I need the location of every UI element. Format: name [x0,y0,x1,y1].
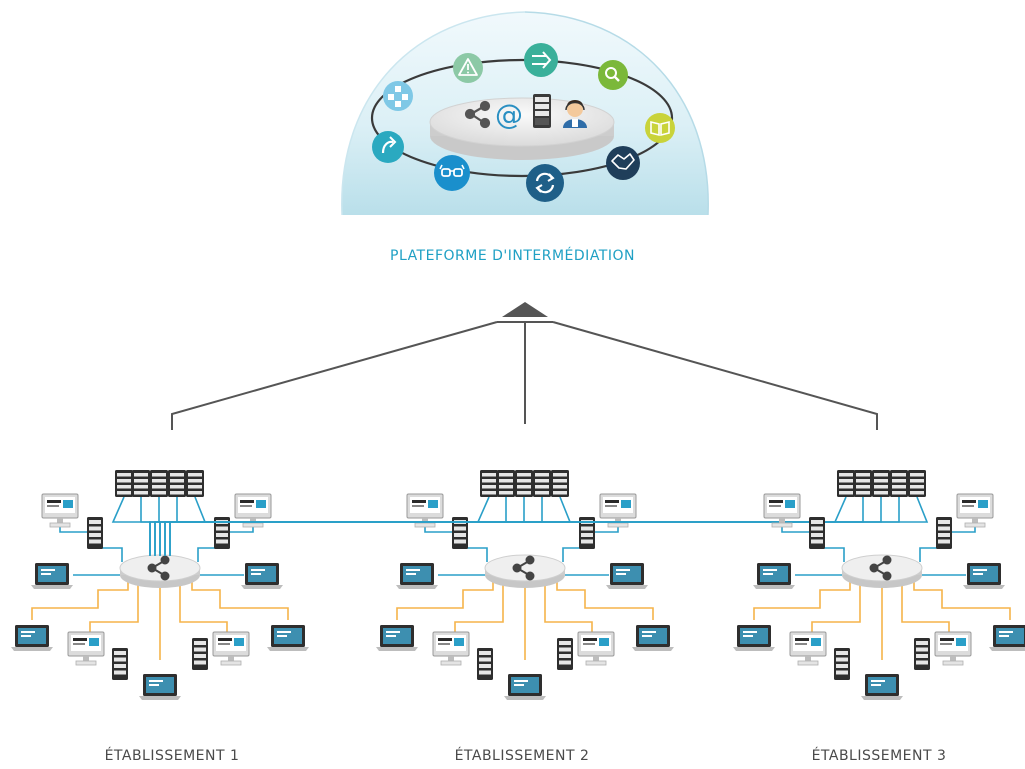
rack-server-icon [150,470,168,497]
server-icon [533,94,551,128]
laptop-icon [31,563,73,589]
arrow-right-icon [524,43,558,77]
rack-server-icon [480,470,498,497]
site-label-3: ÉTABLISSEMENT 3 [811,748,947,764]
rack-server-icon [854,470,872,497]
connector-site-3 [552,321,878,430]
laptop-icon [753,563,795,589]
network-nodes-icon [383,81,413,111]
laptop-icon [733,625,775,651]
server-icon [87,517,103,549]
laptop-icon [963,563,1005,589]
laptop-icon [241,563,283,589]
rack-server-icon [168,470,186,497]
network-hub [119,554,201,588]
search-icon [598,60,628,90]
laptop-icon [396,563,438,589]
laptop-icon [989,625,1025,651]
laptop-icon [632,625,674,651]
share-icon [464,100,491,129]
uplink-connectors [171,302,878,430]
orbit-ring [370,58,674,178]
rack-server-icon [515,470,533,497]
rack-server-icon [890,470,908,497]
uplink-arrowhead [502,302,548,317]
server-icon [834,648,850,680]
server-icon [557,638,573,670]
sync-icon [526,164,564,202]
central-hub: @ [429,94,615,160]
handshake-icon [606,146,640,180]
desktop-computer-icon [67,631,105,666]
desktop-computer-icon [956,493,994,528]
desktop-computer-icon [599,493,637,528]
share-icon [869,555,892,581]
establishment-network-3 [149,470,1025,700]
establishment-network-1 [11,470,309,700]
laptop-icon [606,563,648,589]
desktop-computer-icon [763,493,801,528]
share-icon [147,555,170,581]
rack-server-icon [115,470,133,497]
desktop-computer-icon [432,631,470,666]
platform-dome: @ [341,11,709,216]
server-icon [809,517,825,549]
redo-icon [372,131,404,163]
rack-server-icon [497,470,515,497]
network-hub [484,554,566,588]
laptop-icon [376,625,418,651]
server-icon [192,638,208,670]
laptop-icon [861,674,903,700]
rack-server-icon [533,470,551,497]
laptop-icon [267,625,309,651]
establishment-networks [11,470,1025,700]
connector-site-1 [171,321,498,430]
rack-server-icon [837,470,855,497]
rack-server-icon [551,470,569,497]
desktop-computer-icon [234,493,272,528]
rack-server-icon [872,470,890,497]
warning-icon [453,53,483,83]
desktop-computer-icon [577,631,615,666]
desktop-computer-icon [212,631,250,666]
rack-server-icon [132,470,150,497]
desktop-computer-icon [41,493,79,528]
laptop-icon [11,625,53,651]
server-icon [477,648,493,680]
server-icon [936,517,952,549]
desktop-computer-icon [406,493,444,528]
laptop-icon [504,674,546,700]
server-icon [112,648,128,680]
desktop-computer-icon [934,631,972,666]
book-icon [645,113,675,143]
network-hub [841,554,923,588]
establishment-network-2 [149,470,674,700]
share-icon [512,555,535,581]
site-label-2: ÉTABLISSEMENT 2 [454,748,590,764]
desktop-computer-icon [789,631,827,666]
rack-server-icon [908,470,926,497]
laptop-icon [139,674,181,700]
site-label-1: ÉTABLISSEMENT 1 [104,748,240,764]
at-icon: @ [495,98,523,131]
server-icon [914,638,930,670]
platform-label: PLATEFORME D'INTERMÉDIATION [390,248,635,264]
glasses-icon [434,155,470,191]
operator-icon [563,100,587,128]
rack-server-icon [186,470,204,497]
